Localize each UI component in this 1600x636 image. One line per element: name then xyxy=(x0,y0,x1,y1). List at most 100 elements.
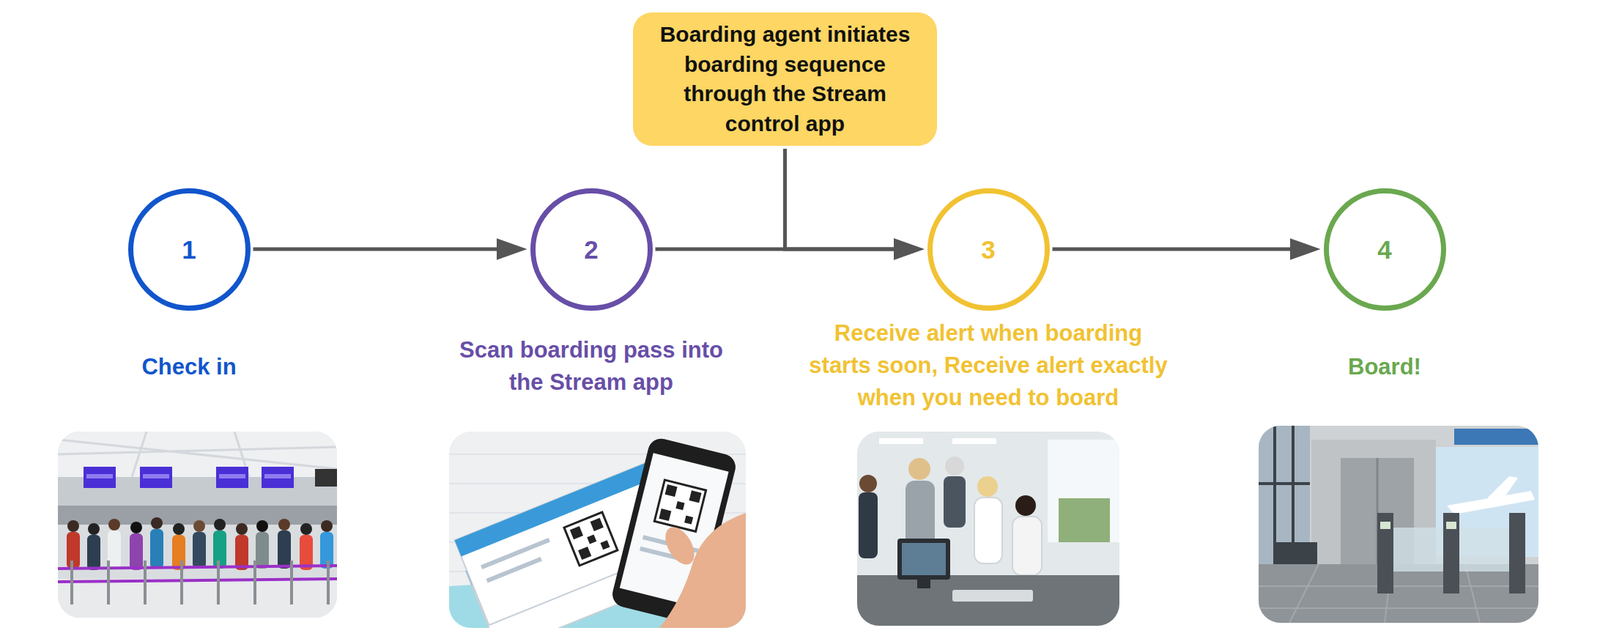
boarding-pass-picture xyxy=(454,452,707,625)
checkin-hall-picture xyxy=(107,530,121,569)
checkin-hall-picture xyxy=(255,531,269,569)
agents-desk-picture xyxy=(1047,439,1120,543)
callout-text: Boarding agent initiates boarding sequen… xyxy=(649,19,921,139)
checkin-hall-picture xyxy=(290,560,294,605)
boarding-pass-picture xyxy=(578,546,592,560)
checkin-hall-picture xyxy=(70,560,74,605)
checkin-hall-picture xyxy=(213,518,226,531)
flow-arrow xyxy=(253,247,519,252)
boarding-pass-picture xyxy=(465,482,717,628)
checkin-hall-picture xyxy=(66,517,334,570)
boarding-pass-picture xyxy=(658,508,672,521)
boarding-gate-picture xyxy=(1446,490,1535,515)
agents-desk-picture xyxy=(974,497,1003,564)
agents-desk-picture xyxy=(908,457,931,480)
agents-desk-picture xyxy=(1012,516,1042,576)
checkin-hall-picture xyxy=(130,521,143,534)
flow-arrow xyxy=(1052,247,1313,252)
boarding-gate-picture xyxy=(1311,439,1436,572)
agents-desk-picture xyxy=(857,431,1120,626)
boarding-gate-picture xyxy=(1487,476,1518,502)
boarding-pass-picture xyxy=(485,556,542,584)
checkin-hall-picture xyxy=(277,530,291,569)
checkin-hall-picture xyxy=(320,520,333,532)
boarding-pass-picture xyxy=(642,534,699,554)
boarding-gate-picture xyxy=(1454,428,1539,445)
agents-desk-picture xyxy=(859,474,877,493)
step-label: Check in xyxy=(71,350,307,384)
checkin-hall-picture xyxy=(57,431,337,618)
checkin-hall-picture xyxy=(219,473,246,479)
boarding-pass-picture xyxy=(659,522,701,570)
checkin-hall-picture xyxy=(108,518,121,531)
agents-desk-picture xyxy=(1058,498,1110,543)
step-label: Receive alert when boarding starts soon,… xyxy=(808,317,1168,414)
checkin-hall-picture xyxy=(193,520,206,532)
boarding-pass-picture xyxy=(569,526,584,540)
boarding-gate-picture xyxy=(1484,527,1510,572)
agents-desk-picture xyxy=(977,476,998,497)
agents-desk-picture xyxy=(952,589,1033,602)
boarding-pass-picture xyxy=(590,517,604,532)
boarding-gate-picture xyxy=(1435,446,1539,557)
flow-arrow xyxy=(655,247,916,252)
agents-desk-picture xyxy=(901,542,946,576)
checkin-hall-picture xyxy=(172,534,186,570)
boarding-gate-picture xyxy=(1509,512,1526,594)
boarding-pass-picture xyxy=(454,452,707,625)
checkin-hall-picture xyxy=(264,473,291,479)
checkin-hall-picture xyxy=(57,578,337,618)
boarding-gate-picture xyxy=(1380,521,1391,529)
boarding-gate-picture xyxy=(1443,512,1460,594)
checkin-hall-picture xyxy=(87,523,100,535)
boarding-pass-picture xyxy=(465,482,690,586)
boarding-pass-picture xyxy=(564,512,618,566)
checkin-hall-picture xyxy=(86,473,113,479)
boarding-gate-picture xyxy=(1258,564,1539,623)
checkin-hall-picture xyxy=(278,518,291,531)
boarding-gate-picture xyxy=(1377,512,1394,594)
agents-desk-picture xyxy=(1015,495,1036,516)
agents-desk-picture xyxy=(857,575,1120,626)
checkin-hall-picture xyxy=(57,431,337,618)
boarding-gate-picture xyxy=(1258,425,1539,623)
boarding-gate-picture xyxy=(1418,527,1444,572)
step-label: Board! xyxy=(1267,350,1502,384)
agents-desk-picture xyxy=(857,431,1120,626)
boarding-gate-picture xyxy=(1393,527,1419,572)
boarding-pass-picture xyxy=(684,515,694,524)
step-circle: 1Check in xyxy=(128,188,251,311)
boarding-pass-picture xyxy=(454,452,680,557)
boarding-pass-picture xyxy=(449,556,746,628)
circle-outline xyxy=(532,190,650,308)
step-number: 4 xyxy=(1377,236,1392,263)
checkin-hall-picture xyxy=(143,560,147,605)
checkin-hall-picture xyxy=(142,473,170,479)
boarding-gate-picture xyxy=(1376,457,1379,568)
agents-desk-picture xyxy=(917,579,931,589)
checkin-hall-picture xyxy=(253,560,257,605)
checkin-hall-picture xyxy=(315,468,337,487)
boarding-pass-picture xyxy=(449,431,746,628)
checkin-hall-picture xyxy=(320,531,334,569)
step-circle: 4Board! xyxy=(1323,188,1447,311)
boarding-gate-picture xyxy=(1459,527,1485,572)
boarding-gate-picture xyxy=(1258,564,1539,623)
boarding-pass-picture xyxy=(609,435,738,626)
agents-desk-picture xyxy=(879,438,924,444)
checkin-hall-picture xyxy=(216,560,220,605)
checkin-hall-picture xyxy=(150,528,164,569)
checkin-hall-picture xyxy=(216,466,249,488)
checkin-hall-picture xyxy=(300,523,313,535)
checkin-hall-picture xyxy=(87,534,101,570)
boarding-pass-picture xyxy=(609,435,738,626)
checkin-hall-picture xyxy=(57,578,337,582)
boarding-pass-picture xyxy=(586,534,597,545)
boarding-pass-picture xyxy=(654,479,706,532)
checkin-hall-picture xyxy=(70,560,330,605)
checkin-hall-picture xyxy=(256,520,269,532)
boarding-pass-picture xyxy=(449,431,746,628)
step-circle: 2Scan boarding pass into the Stream app xyxy=(530,188,653,311)
step-label: Scan boarding pass into the Stream app xyxy=(444,334,738,399)
